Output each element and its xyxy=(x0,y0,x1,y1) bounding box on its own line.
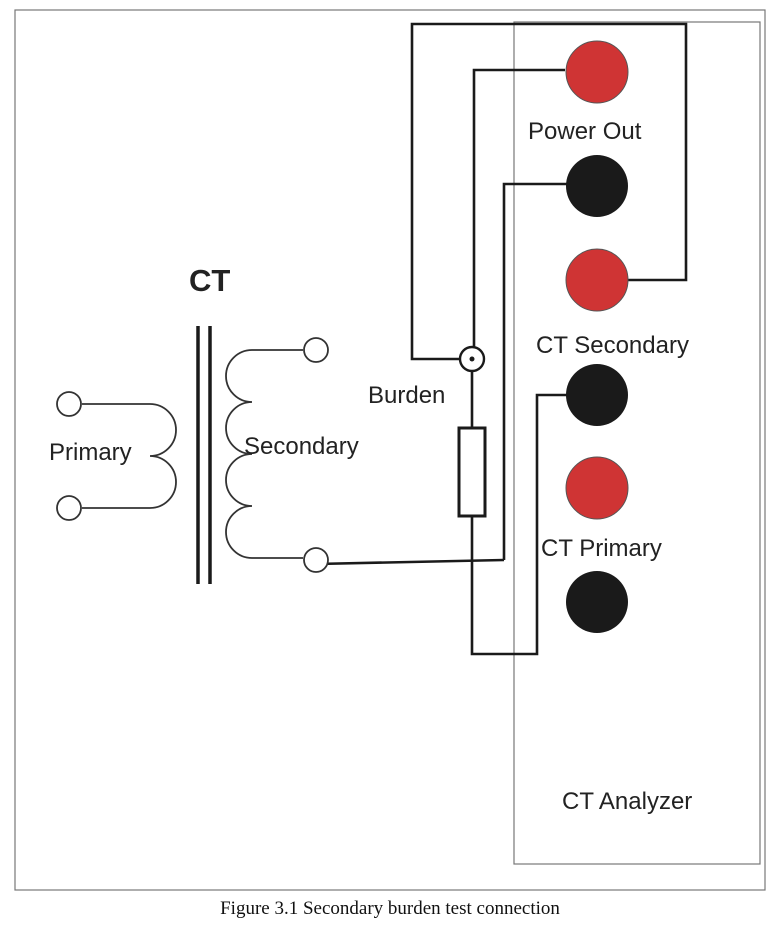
ct-label: CT xyxy=(189,263,230,298)
primary-terminal-bottom xyxy=(56,495,82,521)
secondary-winding xyxy=(225,349,303,559)
secondary-label: Secondary xyxy=(244,433,359,460)
wire-ct-secondary-to-junction xyxy=(315,558,505,566)
ct-secondary-black-terminal xyxy=(566,364,628,426)
ct-secondary-red-terminal xyxy=(565,248,629,312)
ct-primary-label: CT Primary xyxy=(541,535,662,562)
ct-primary-red-terminal xyxy=(565,456,629,520)
wire-power-out-black xyxy=(502,182,568,560)
outer-frame xyxy=(14,9,766,891)
figure-caption: Figure 3.1 Secondary burden test connect… xyxy=(220,898,560,919)
primary-terminal-top xyxy=(56,391,82,417)
primary-winding xyxy=(82,403,177,509)
burden-resistor xyxy=(457,426,487,518)
burden-node-dot xyxy=(469,356,475,362)
ct-primary-black-terminal xyxy=(566,571,628,633)
secondary-terminal-top xyxy=(303,337,329,363)
primary-label: Primary xyxy=(49,439,132,466)
power-out-red-terminal xyxy=(565,40,629,104)
wire-ct-secondary-red-loop xyxy=(410,22,688,361)
wire-power-out-red-to-burden xyxy=(472,68,565,350)
ct-analyzer-box xyxy=(513,21,761,865)
wire-burden-bottom-lead xyxy=(470,393,568,656)
power-out-black-terminal xyxy=(566,155,628,217)
power-out-label: Power Out xyxy=(528,118,642,145)
burden-label: Burden xyxy=(368,382,445,409)
wires xyxy=(315,22,688,656)
ct-analyzer-label: CT Analyzer xyxy=(562,788,692,815)
secondary-terminal-bottom xyxy=(303,547,329,573)
ct-secondary-label: CT Secondary xyxy=(536,332,689,359)
